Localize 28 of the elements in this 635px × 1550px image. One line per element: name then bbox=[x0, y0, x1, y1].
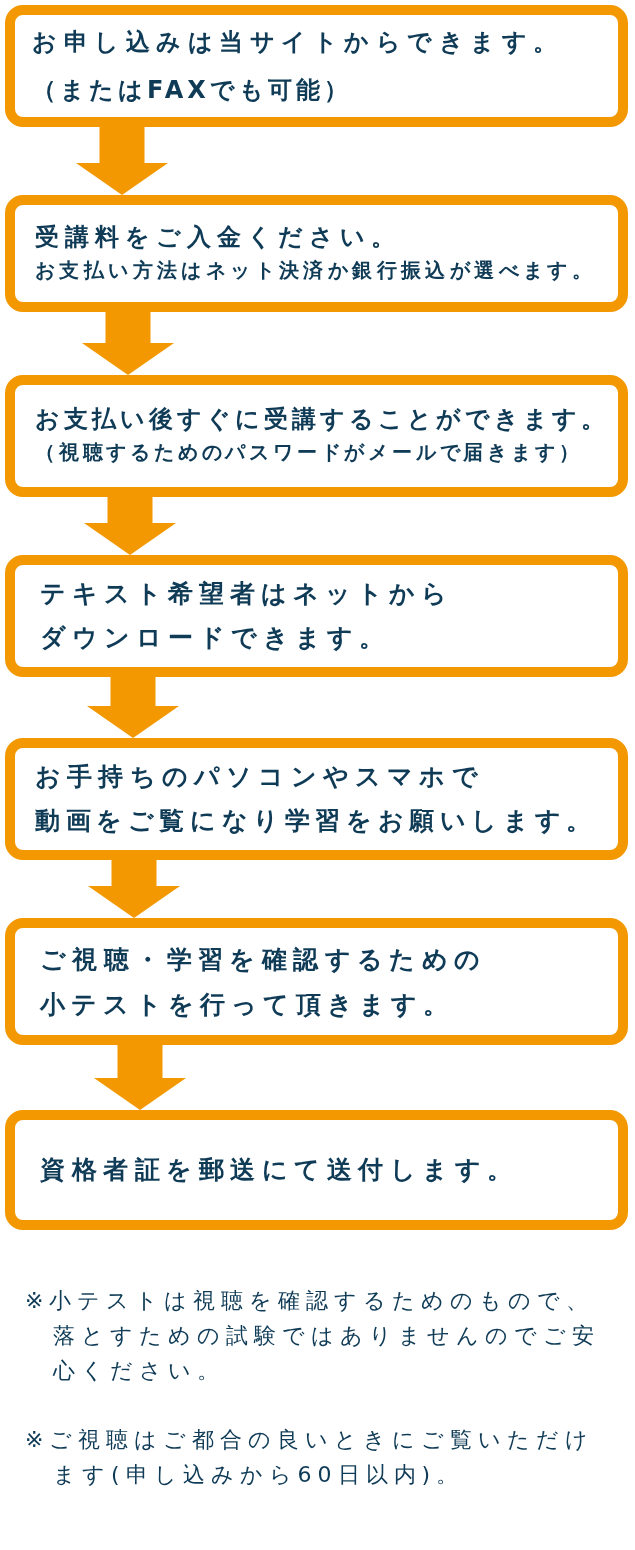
step-text: （またはFAXでも可能） bbox=[32, 75, 352, 106]
step-box bbox=[5, 375, 628, 497]
step-text: 動画をご覧になり学習をお願いします。 bbox=[35, 805, 597, 837]
step-text: ダウンロードできます。 bbox=[40, 622, 390, 654]
step-box bbox=[5, 918, 628, 1045]
arrow bbox=[84, 497, 176, 555]
step-text: お支払い方法はネット決済か銀行振込が選べます。 bbox=[35, 256, 597, 284]
step-box bbox=[5, 738, 628, 860]
arrow bbox=[87, 677, 179, 738]
step-text: テキスト希望者はネットから bbox=[40, 578, 453, 610]
arrow bbox=[82, 312, 174, 375]
arrow bbox=[76, 127, 168, 195]
step-text: ご視聴・学習を確認するための bbox=[40, 943, 487, 976]
step-text: 小テストを行って頂きます。 bbox=[40, 988, 455, 1021]
step-text: （視聴するためのパスワードがメールで届きます） bbox=[35, 439, 583, 466]
arrow bbox=[88, 860, 180, 918]
step-text: お支払い後すぐに受講することができます。 bbox=[35, 404, 609, 435]
step-text: お申し込みは当サイトからできます。 bbox=[32, 27, 564, 58]
step-text: 受講料をご入金ください。 bbox=[35, 221, 401, 253]
note-text: ※ご視聴はご都合の良いときにご覧いただけます(申し込みから60日以内)。 bbox=[25, 1426, 596, 1489]
step-box bbox=[5, 1110, 628, 1230]
note-text: ※小テストは視聴を確認するためのもので、落とすための試験ではありませんのでご安心ください。 bbox=[25, 1287, 600, 1385]
step-box bbox=[5, 555, 628, 677]
step-text: お手持ちのパソコンやスマホで bbox=[35, 761, 484, 793]
step-box bbox=[5, 195, 628, 312]
step-box bbox=[5, 5, 628, 127]
arrow bbox=[94, 1045, 186, 1110]
step-text: 資格者証を郵送にて送付します。 bbox=[40, 1154, 519, 1186]
